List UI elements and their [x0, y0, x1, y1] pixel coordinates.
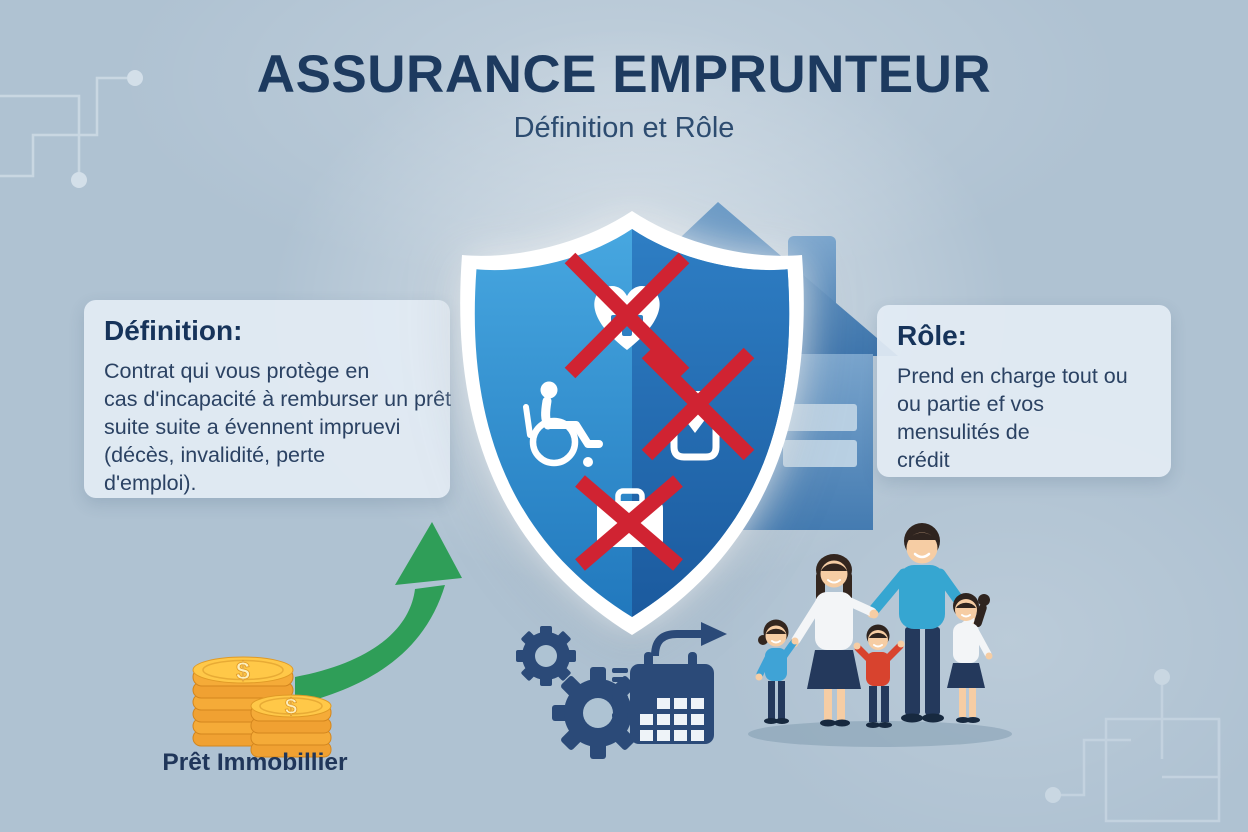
definition-text-line: Contrat qui vous protège en	[104, 359, 370, 383]
definition-text-line: cas d'incapacité à remburser un prêt	[104, 387, 452, 411]
role-text-line: mensulités de	[897, 420, 1030, 444]
window-pane	[783, 440, 857, 467]
definition-heading: Définition:	[104, 315, 243, 346]
growth-arrow-icon	[295, 522, 462, 705]
definition-text-line: d'emploi).	[104, 471, 197, 495]
shield-icon	[460, 211, 804, 635]
circuit-decoration-bottom-right	[1045, 669, 1221, 823]
definition-text-line: (décès, invalidité, perte	[104, 443, 326, 467]
definition-text-line: suite suite a évennent impruevi	[104, 415, 401, 439]
wheelchair-icon	[523, 381, 603, 467]
role-box: Rôle: Prend en charge tout ou ou partie …	[877, 305, 1171, 477]
cross-out-x-icon	[641, 347, 755, 461]
dollar-sign: $	[236, 657, 250, 685]
role-text-line: Prend en charge tout ou	[897, 364, 1128, 388]
role-text-line: crédit	[897, 448, 950, 472]
role-text-line: ou partie ef vos	[897, 392, 1045, 416]
circuit-decoration-top-left	[0, 70, 143, 188]
ground-shadow	[748, 721, 1012, 747]
process-illustration	[516, 622, 727, 759]
gear-small-icon	[516, 626, 576, 686]
coins-icon: $ $	[192, 656, 332, 758]
young-daughter-figure	[755, 619, 799, 724]
older-daughter-figure	[947, 593, 993, 723]
cross-out-x-icon	[564, 252, 690, 379]
role-heading: Rôle:	[897, 320, 967, 351]
mother-figure	[789, 554, 879, 727]
son-figure	[853, 624, 905, 728]
calendar-icon	[612, 652, 714, 744]
definition-box: Définition: Contrat qui vous protège en …	[84, 300, 452, 498]
page-title: ASSURANCE EMPRUNTEUR	[256, 45, 992, 104]
page-subtitle: Définition et Rôle	[513, 112, 735, 144]
cross-out-x-icon	[575, 475, 683, 571]
dollar-sign: $	[285, 694, 297, 719]
coin-stack-short: $	[250, 694, 332, 758]
loan-label: Prêt Immobillier	[162, 749, 348, 776]
window-pane	[783, 404, 857, 431]
next-step-arrow-icon	[651, 622, 727, 657]
family-illustration	[748, 523, 1012, 747]
